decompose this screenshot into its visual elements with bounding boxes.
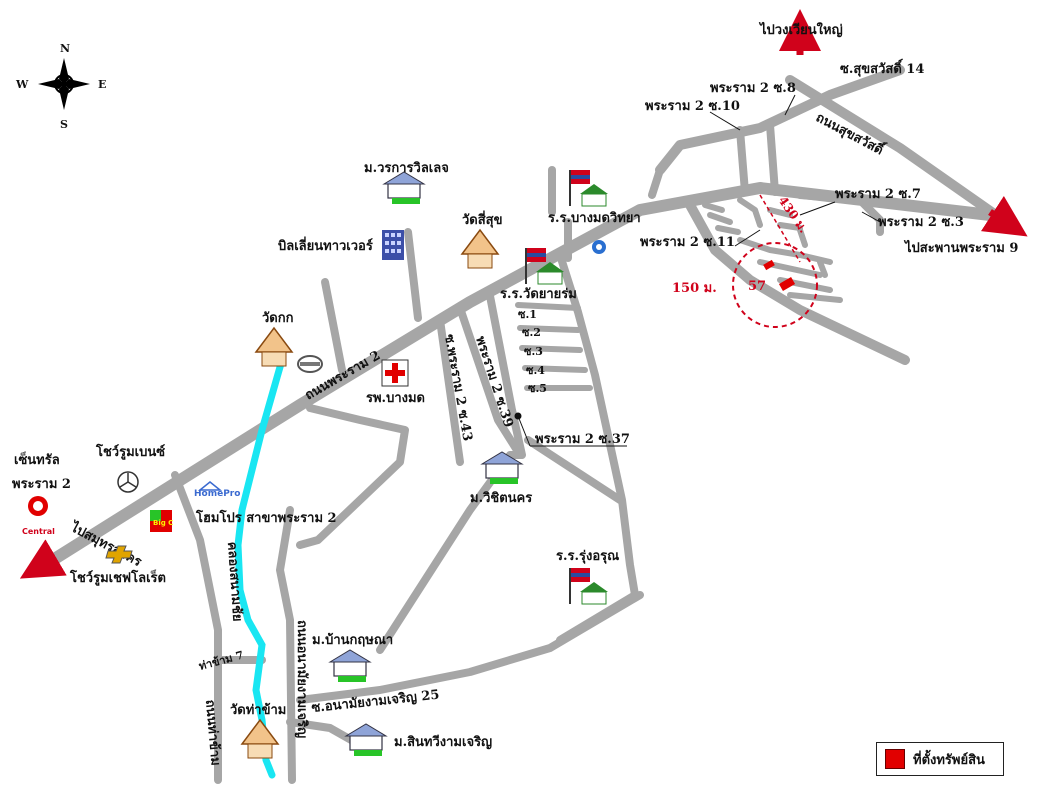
- label-worakan-village: ม.วรการวิลเลจ: [364, 161, 449, 176]
- canal-line: [234, 356, 286, 779]
- house-icon: [344, 723, 388, 756]
- compass-west: W: [15, 78, 29, 91]
- legend-property-swatch: [885, 749, 905, 769]
- compass-north: N: [60, 42, 70, 55]
- school-flag-icon: [569, 170, 608, 207]
- bank-icon: [592, 240, 606, 254]
- label-anamai-road: ถนนอนามัยงามเจริญ: [294, 620, 309, 738]
- road-billion: [321, 278, 346, 374]
- label-rama2-s7: พระราม 2 ซ.7: [835, 187, 921, 202]
- house-icon: [480, 451, 524, 484]
- label-property-number: 57: [748, 279, 766, 294]
- label-benz-showroom: โชว์รูมเบนซ์: [95, 443, 165, 460]
- label-chevrolet-showroom: โชว์รูมเชฟโลเร็ต: [69, 568, 166, 586]
- property-marker: [778, 277, 796, 291]
- label-wat-kok: วัดกก: [262, 311, 294, 326]
- label-rama2-s10: พระราม 2 ซ.10: [645, 99, 740, 114]
- label-soi-5: ซ.5: [528, 382, 547, 395]
- tower-icon: [382, 230, 404, 260]
- car-logo-icon: [297, 355, 323, 373]
- road-rama2: [34, 182, 996, 574]
- distance-line: [759, 194, 801, 263]
- map-legend: ที่ตั้งทรัพย์สิน: [876, 742, 1004, 776]
- label-rama2-s11: พระราม 2 ซ.11: [640, 235, 735, 250]
- svg-text:Big C: Big C: [153, 519, 173, 527]
- compass-south: S: [60, 118, 68, 131]
- road-anamai25: [296, 591, 644, 704]
- temple-icon: [460, 228, 500, 269]
- legend-label: ที่ตั้งทรัพย์สิน: [913, 752, 985, 768]
- label-tha-kham-road: ถนนท่าข้าม: [202, 699, 224, 766]
- label-canal: คลองสนามชัย: [224, 541, 245, 622]
- compass-rose: N S E W: [15, 42, 106, 131]
- label-soi-2: ซ.2: [522, 326, 541, 339]
- house-icon: [328, 649, 372, 682]
- label-central: เซ็นทรัล: [14, 450, 60, 468]
- road-loop: [296, 404, 409, 549]
- label-to-rama9-bridge: ไปสะพานพระราม 9: [903, 239, 1018, 256]
- road-worakan: [404, 228, 422, 322]
- label-to-wongwian-yai: ไปวงเวียนใหญ่: [758, 21, 843, 38]
- label-homepro: โฮมโปร สาขาพระราม 2: [195, 509, 337, 526]
- label-homepro-logo: HomePro: [194, 489, 240, 499]
- mercedes-logo-icon: [117, 471, 139, 493]
- homepro-roof-icon: [197, 481, 223, 491]
- road-rung-arun: [556, 251, 639, 644]
- label-rama2-s8: พระราม 2 ซ.8: [710, 81, 796, 96]
- label-soi-1: ซ.1: [518, 308, 537, 321]
- arrow-left-icon: [19, 539, 67, 579]
- chevrolet-logo-icon: [105, 545, 133, 564]
- road-soi39: [456, 304, 524, 459]
- label-rung-arun-school: ร.ร.รุ่งอรุณ: [556, 549, 619, 564]
- school-flag-icon: [569, 568, 608, 605]
- label-rama2-s3: พระราม 2 ซ.3: [878, 215, 964, 230]
- label-soi-suksawat-14: ซ.สุขสวัสดิ์ 14: [840, 58, 924, 77]
- label-billion-tower: บิลเลี่ยนทาวเวอร์: [278, 236, 373, 254]
- temple-icon: [240, 718, 280, 759]
- road-tha-kham: [171, 471, 222, 784]
- road-soi37: [486, 292, 526, 459]
- label-rama2-s37: พระราม 2 ซ.37: [535, 432, 630, 447]
- road-suksawat: [785, 75, 1015, 230]
- label-wat-si-suk: วัดสี่สุข: [462, 210, 503, 228]
- leader-lines: [514, 94, 881, 447]
- road-network: [34, 65, 1015, 784]
- road-upper-link: [655, 65, 905, 175]
- road-anamai: [276, 506, 296, 784]
- house-icon: [382, 171, 426, 204]
- central-logo-icon: [28, 496, 48, 516]
- arrow-right-icon: [980, 195, 1028, 237]
- big-c-logo-icon: Big C: [150, 510, 173, 532]
- label-baan-kunchana-village: ม.บ้านกฤษณา: [312, 632, 393, 648]
- school-flag-icon: [525, 248, 564, 285]
- label-bangmot-hospital: รพ.บางมด: [366, 391, 425, 406]
- road-property: [685, 200, 910, 365]
- direction-arrows: [19, 9, 1028, 579]
- temple-icon: [254, 326, 294, 367]
- label-watthayarom-school: ร.ร.วัดยายร่ม: [500, 287, 577, 302]
- label-wichitnakorn-village: ม.วิชิตนคร: [470, 491, 532, 506]
- road-soi43: [436, 316, 464, 466]
- label-distance-150: 150 ม.: [672, 281, 717, 296]
- hospital-icon: [381, 359, 409, 387]
- label-wat-tha-kham: วัดท่าข้าม: [230, 702, 286, 718]
- compass-east: E: [98, 78, 106, 91]
- label-soi-3: ซ.3: [524, 345, 543, 358]
- label-central-rama2: พระราม 2: [12, 477, 71, 492]
- label-sinthawee-village: ม.สินทวีงามเจริญ: [394, 734, 492, 750]
- label-soi-4: ซ.4: [526, 364, 545, 377]
- label-bangmot-school: ร.ร.บางมดวิทยา: [548, 211, 641, 226]
- radius-circle: [732, 242, 818, 328]
- label-central-logo: Central: [22, 527, 55, 536]
